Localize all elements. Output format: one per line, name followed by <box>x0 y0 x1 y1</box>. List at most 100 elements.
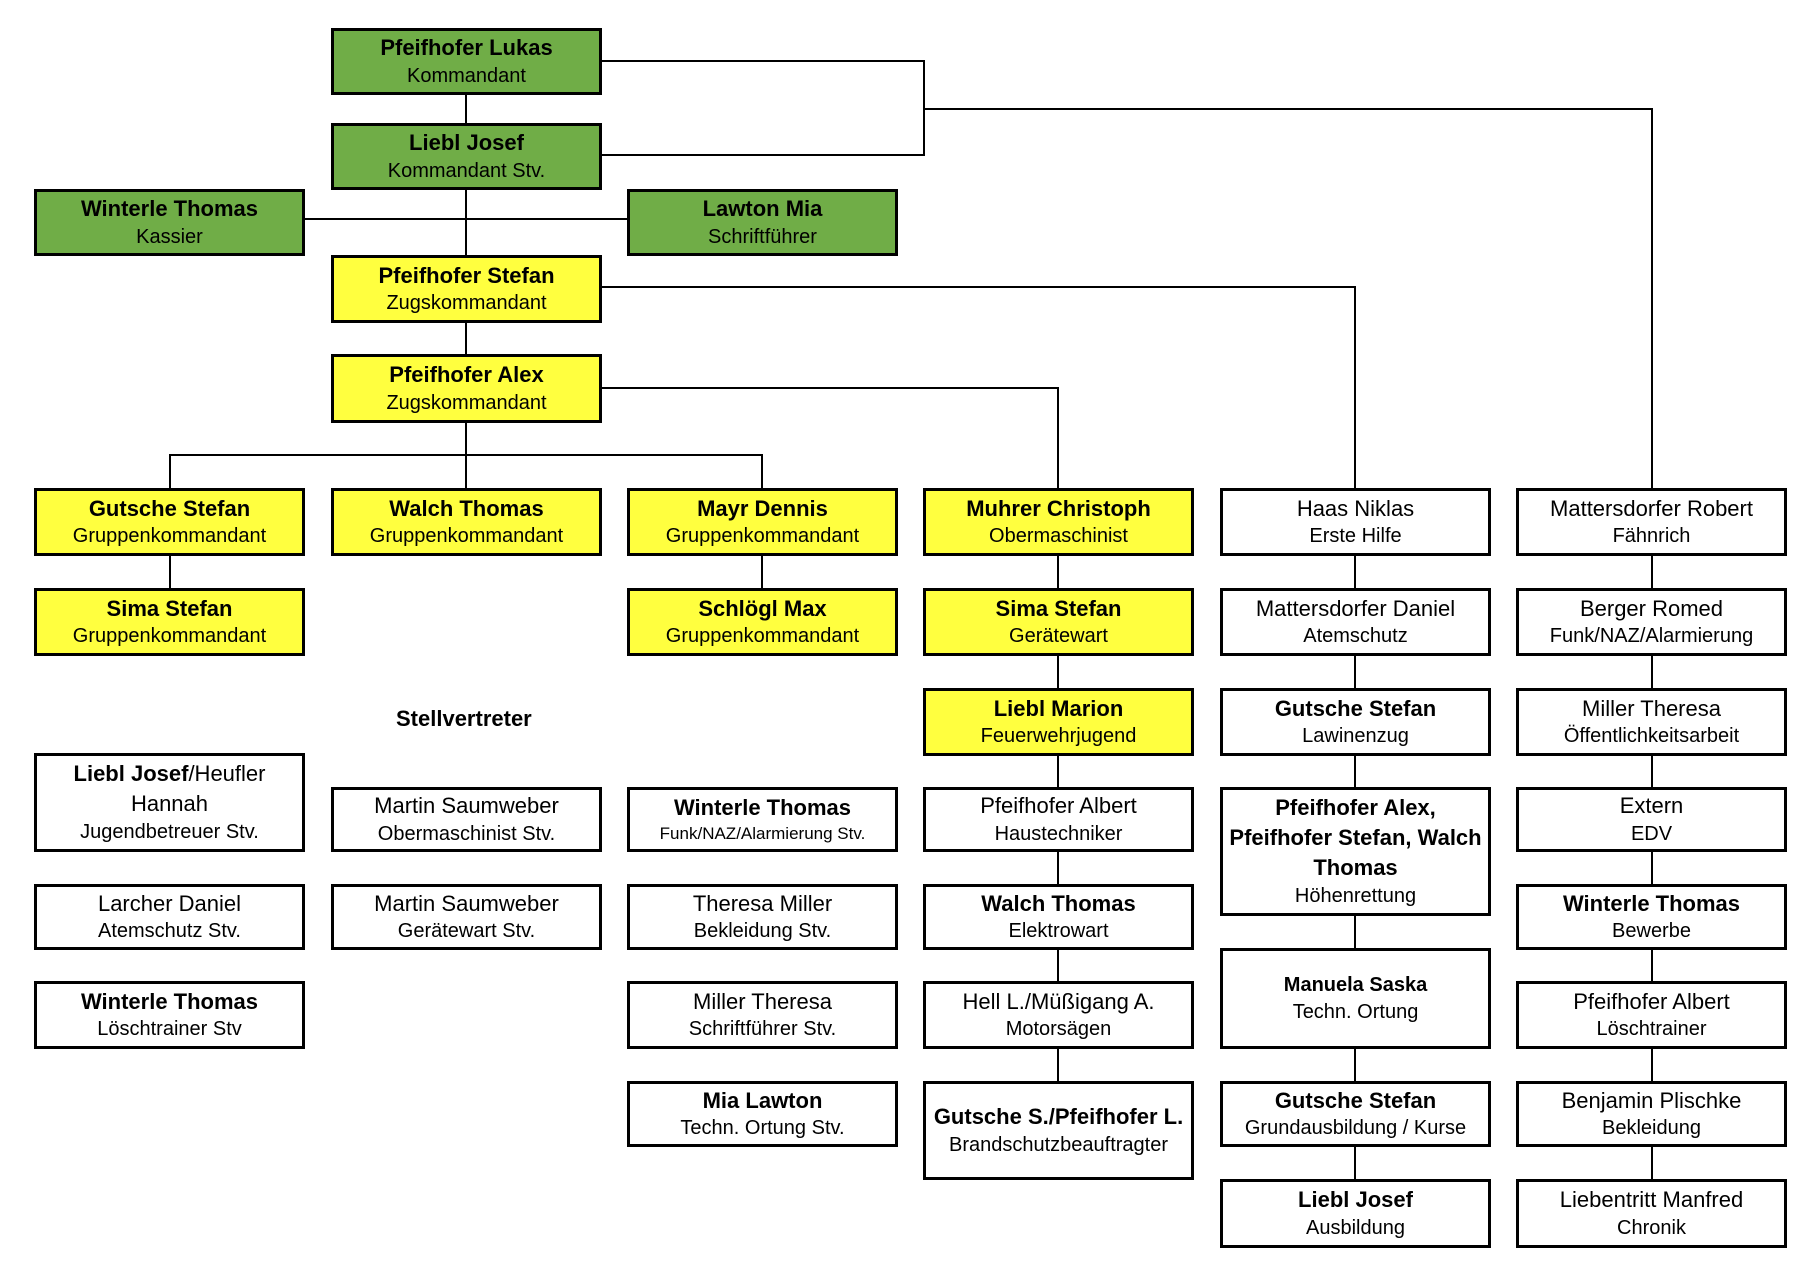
node-role: Gerätewart <box>1009 625 1108 648</box>
node-haustechniker: Pfeifhofer Albert Haustechniker <box>923 787 1194 852</box>
node-role: Gruppenkommandant <box>665 625 860 648</box>
node-role: Techn. Ortung <box>1292 1000 1419 1023</box>
node-name: Martin Saumweber <box>374 890 559 916</box>
node-stv-schriftfuehrer: Miller Theresa Schriftführer Stv. <box>627 981 898 1049</box>
node-edv: Extern EDV <box>1516 787 1787 852</box>
node-name: Larcher Daniel <box>97 890 242 916</box>
node-loeschtrainer: Pfeifhofer Albert Löschtrainer <box>1516 981 1787 1049</box>
node-name: Lawton Mia <box>702 196 823 222</box>
node-name: Winterle Thomas <box>1562 890 1741 916</box>
node-name: Schlögl Max <box>698 595 827 621</box>
node-name: Pfeifhofer Albert <box>980 793 1137 819</box>
node-stv-jugendbetreuer: Liebl Josef/Heufler Hannah Jugendbetreue… <box>34 753 305 852</box>
node-role: Bekleidung <box>1602 1117 1701 1140</box>
node-role: Ausbildung <box>1306 1216 1405 1239</box>
node-role: Feuerwehrjugend <box>980 725 1137 748</box>
node-role: Haustechniker <box>994 822 1123 845</box>
node-name: Manuela Saska <box>1283 973 1428 996</box>
node-role: Kommandant <box>407 64 526 87</box>
node-role: EDV <box>1630 822 1673 845</box>
node-name: Theresa Miller <box>692 890 833 916</box>
node-name: Winterle Thomas <box>80 196 259 222</box>
node-geraetewart: Sima Stefan Gerätewart <box>923 588 1194 656</box>
node-role: Elektrowart <box>1008 920 1109 943</box>
stellvertreter-heading: Stellvertreter <box>396 706 532 731</box>
node-role: Gerätewart Stv. <box>397 920 536 943</box>
node-role: Atemschutz <box>1303 625 1408 648</box>
node-name: Haas Niklas <box>1296 495 1415 521</box>
node-role: Brandschutzbeauftragter <box>948 1133 1169 1156</box>
node-role: Funk/NAZ/Alarmierung <box>1549 625 1754 648</box>
node-name: Gutsche Stefan <box>88 495 251 521</box>
node-role: Kassier <box>136 225 203 248</box>
node-role: Gruppenkommandant <box>72 525 267 548</box>
node-role: Chronik <box>1617 1216 1686 1239</box>
node-name: Martin Saumweber <box>374 793 559 819</box>
node-name: Pfeifhofer Alex, Pfeifhofer Stefan, Walc… <box>1229 795 1482 880</box>
node-role: Fähnrich <box>1612 525 1691 548</box>
node-name: Walch Thomas <box>389 495 544 521</box>
node-gruppenkommandant-3: Mayr Dennis Gruppenkommandant <box>627 488 898 556</box>
node-name: Pfeifhofer Albert <box>1573 988 1730 1014</box>
node-name: Liebl Josef <box>1298 1187 1413 1213</box>
node-chronik: Liebentritt Manfred Chronik <box>1516 1179 1787 1248</box>
node-stv-technische-ortung: Mia Lawton Techn. Ortung Stv. <box>627 1081 898 1147</box>
node-name: Mayr Dennis <box>697 495 828 521</box>
node-role: Löschtrainer Stv <box>97 1018 242 1041</box>
node-stv-funk: Winterle Thomas Funk/NAZ/Alarmierung Stv… <box>627 787 898 852</box>
node-funk: Berger Romed Funk/NAZ/Alarmierung <box>1516 588 1787 656</box>
node-motorsaegen: Hell L./Müßigang A. Motorsägen <box>923 981 1194 1049</box>
node-role: Lawinenzug <box>1302 725 1409 748</box>
node-obermaschinist: Muhrer Christoph Obermaschinist <box>923 488 1194 556</box>
node-name: Benjamin Plischke <box>1561 1087 1742 1113</box>
node-name: Extern <box>1619 793 1684 819</box>
node-kommandant-stv: Liebl Josef Kommandant Stv. <box>331 123 602 190</box>
node-role: Erste Hilfe <box>1309 525 1402 548</box>
node-role: Löschtrainer <box>1596 1018 1707 1041</box>
node-name: Berger Romed <box>1579 595 1724 621</box>
node-name: Winterle Thomas <box>673 795 852 821</box>
node-elektrowart: Walch Thomas Elektrowart <box>923 884 1194 950</box>
node-stv-atemschutz: Larcher Daniel Atemschutz Stv. <box>34 884 305 950</box>
node-role: Obermaschinist <box>989 525 1128 548</box>
node-name-rest: /Heufler Hannah <box>130 761 266 816</box>
node-role: Obermaschinist Stv. <box>377 822 556 845</box>
node-kassier: Winterle Thomas Kassier <box>34 189 305 256</box>
node-role: Öffentlichkeitsarbeit <box>1563 725 1740 748</box>
node-name: Sima Stefan <box>995 595 1122 621</box>
node-zugskommandant-1: Pfeifhofer Stefan Zugskommandant <box>331 255 602 323</box>
node-role: Gruppenkommandant <box>369 525 564 548</box>
node-faehnrich: Mattersdorfer Robert Fähnrich <box>1516 488 1787 556</box>
node-name: Pfeifhofer Stefan <box>378 262 555 288</box>
node-erste-hilfe: Haas Niklas Erste Hilfe <box>1220 488 1491 556</box>
node-name: Miller Theresa <box>1582 695 1721 721</box>
node-role: Schriftführer Stv. <box>688 1018 837 1041</box>
node-role: Funk/NAZ/Alarmierung Stv. <box>659 823 866 843</box>
node-role: Zugskommandant <box>386 391 547 414</box>
node-role: Motorsägen <box>1005 1018 1112 1041</box>
node-gruppenkommandant-1: Gutsche Stefan Gruppenkommandant <box>34 488 305 556</box>
node-name: Miller Theresa <box>693 988 832 1014</box>
node-role: Gruppenkommandant <box>72 625 267 648</box>
node-role: Höhenrettung <box>1294 884 1417 907</box>
node-stv-bekleidung: Theresa Miller Bekleidung Stv. <box>627 884 898 950</box>
node-ausbildung: Liebl Josef Ausbildung <box>1220 1179 1491 1248</box>
node-name: Pfeifhofer Lukas <box>380 35 553 61</box>
node-bewerbe: Winterle Thomas Bewerbe <box>1516 884 1787 950</box>
node-gruppenkommandant-4: Sima Stefan Gruppenkommandant <box>34 588 305 656</box>
node-role: Bewerbe <box>1612 920 1691 943</box>
node-name: Liebentritt Manfred <box>1559 1187 1744 1213</box>
node-name: Gutsche S./Pfeifhofer L. <box>933 1104 1184 1130</box>
node-technische-ortung: Manuela Saska Techn. Ortung <box>1220 948 1491 1049</box>
node-stv-geraetewart: Martin Saumweber Gerätewart Stv. <box>331 884 602 950</box>
node-role: Gruppenkommandant <box>665 525 860 548</box>
node-hoehenrettung: Pfeifhofer Alex, Pfeifhofer Stefan, Walc… <box>1220 787 1491 916</box>
node-kommandant: Pfeifhofer Lukas Kommandant <box>331 28 602 95</box>
node-name: Mattersdorfer Daniel <box>1255 595 1456 621</box>
node-name: Mia Lawton <box>702 1087 823 1113</box>
node-bekleidung: Benjamin Plischke Bekleidung <box>1516 1081 1787 1147</box>
node-lawinenzug: Gutsche Stefan Lawinenzug <box>1220 688 1491 756</box>
node-name: Mattersdorfer Robert <box>1550 495 1753 521</box>
